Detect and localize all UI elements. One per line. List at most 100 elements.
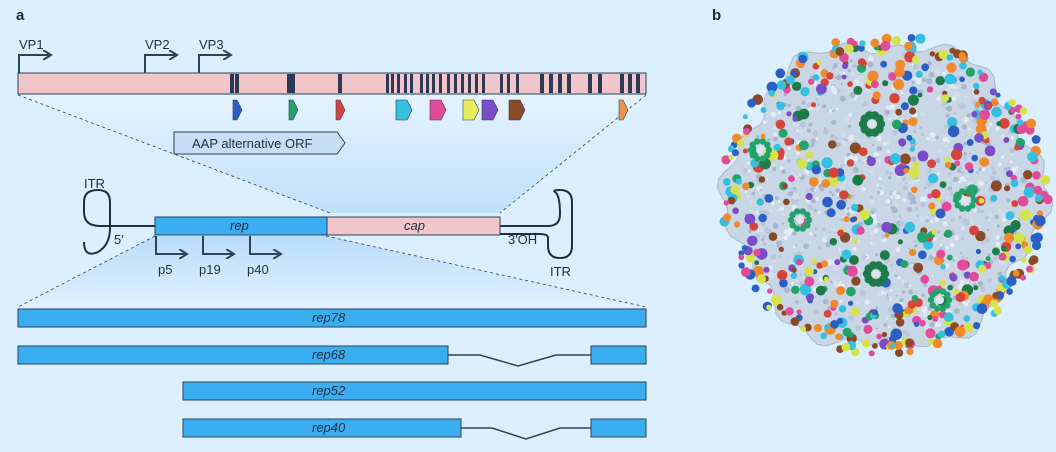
vp1-label: VP1 — [19, 37, 44, 52]
capsid-loop-residue — [984, 262, 992, 270]
aav-genome: rep cap ITR 5′ 3′OH ITR — [83, 176, 573, 279]
capsid-loop-residue — [908, 117, 918, 127]
capsid-loop-residue — [943, 312, 954, 323]
capsid-loop-residue — [908, 167, 920, 179]
pore-residue — [959, 188, 966, 195]
capsid-surface-speckle — [875, 327, 878, 330]
capsid-surface-speckle — [889, 289, 893, 292]
capsid-surface-speckle — [871, 241, 877, 247]
cap-bar-stripe — [230, 74, 234, 93]
capsid-surface-speckle — [928, 255, 934, 261]
cap-bar-stripe — [636, 74, 640, 93]
capsid-loop-residue — [846, 265, 858, 277]
capsid-surface-speckle — [942, 71, 947, 76]
capsid-surface-speckle — [903, 185, 908, 191]
capsid-loop-residue — [804, 266, 814, 276]
p40-label: p40 — [247, 262, 269, 277]
capsid-loop-residue — [921, 63, 930, 72]
capsid-surface-speckle — [799, 129, 804, 134]
capsid-surface-speckle — [987, 212, 993, 218]
capsid-loop-residue — [859, 209, 870, 221]
capsid-rim-residue — [872, 343, 878, 349]
capsid-rim-residue — [946, 54, 954, 61]
capsid-surface-speckle — [762, 241, 767, 246]
capsid-loop-residue — [830, 299, 839, 308]
capsid-surface-speckle — [835, 107, 839, 111]
capsid-surface-speckle — [984, 215, 990, 221]
cap-bar-stripe — [588, 74, 592, 93]
capsid-loop-residue — [888, 72, 897, 81]
capsid-loop-residue — [752, 265, 764, 278]
capsid-surface-speckle — [803, 174, 806, 177]
capsid-surface-speckle — [945, 87, 950, 92]
capsid-surface-speckle — [977, 180, 984, 187]
capsid-surface-speckle — [817, 67, 822, 72]
capsid-loop-residue — [928, 202, 936, 210]
capsid-rim-residue — [891, 36, 901, 45]
capsid-surface-speckle — [859, 290, 866, 297]
capsid-surface-speckle — [809, 143, 812, 146]
capsid-surface-speckle — [961, 218, 969, 225]
capsid-surface-speckle — [820, 187, 825, 192]
capsid-loop-residue — [959, 76, 965, 83]
aav-capsid-structure — [716, 33, 1054, 357]
capsid-loop-residue — [856, 226, 865, 235]
capsid-surface-speckle — [962, 156, 967, 160]
capsid-loop-residue — [941, 201, 952, 212]
capsid-surface-speckle — [847, 69, 851, 73]
capsid-rim-residue — [905, 338, 914, 348]
capsid-surface-speckle — [918, 311, 924, 317]
capsid-rim-residue — [959, 55, 967, 63]
capsid-surface-speckle — [884, 170, 890, 175]
capsid-loop-residue — [836, 199, 846, 210]
capsid-loop-residue — [898, 138, 907, 147]
vp1-promoter: VP1 — [18, 37, 50, 73]
capsid-loop-residue — [917, 150, 929, 162]
capsid-loop-residue — [963, 271, 972, 279]
cap-bar-stripe — [468, 74, 471, 93]
capsid-loop-residue — [763, 266, 770, 273]
capsid-surface-speckle — [978, 167, 982, 172]
capsid-rim-residue — [928, 339, 934, 345]
capsid-surface-speckle — [772, 223, 779, 229]
vp2-label: VP2 — [145, 37, 170, 52]
capsid-rim-residue — [1040, 175, 1051, 185]
capsid-rim-residue — [738, 250, 745, 257]
capsid-surface-speckle — [999, 235, 1006, 242]
capsid-surface-speckle — [958, 301, 963, 306]
capsid-surface-speckle — [925, 317, 929, 322]
capsid-rim-residue — [743, 127, 751, 135]
capsid-rim-residue — [767, 288, 773, 294]
capsid-surface-speckle — [873, 331, 876, 334]
capsid-rim-residue — [938, 330, 946, 338]
capsid-loop-residue — [969, 271, 979, 282]
pore-residue — [747, 146, 755, 154]
capsid-loop-residue — [867, 70, 879, 82]
capsid-rim-residue — [993, 306, 1002, 315]
capsid-loop-residue — [821, 260, 829, 268]
capsid-rim-residue — [907, 34, 916, 42]
capsid-loop-residue — [815, 285, 826, 296]
capsid-surface-speckle — [791, 185, 794, 188]
capsid-loop-residue — [849, 255, 859, 265]
capsid-surface-speckle — [914, 134, 917, 137]
capsid-surface-speckle — [867, 61, 874, 68]
capsid-surface-speckle — [794, 243, 798, 247]
capsid-surface-speckle — [758, 227, 763, 233]
capsid-surface-speckle — [890, 205, 896, 211]
capsid-loop-residue — [990, 194, 998, 202]
capsid-loop-residue — [900, 260, 909, 269]
capsid-loop-residue — [841, 249, 852, 260]
capsid-loop-residue — [966, 139, 974, 146]
capsid-surface-speckle — [1011, 167, 1017, 173]
capsid-surface-speckle — [785, 126, 788, 129]
capsid-rim-residue — [977, 69, 983, 76]
capsid-loop-residue — [828, 175, 839, 187]
capsid-surface-speckle — [875, 306, 879, 310]
insertion-marker — [481, 99, 499, 121]
capsid-surface-speckle — [849, 91, 856, 98]
pore-residue — [754, 155, 761, 162]
capsid-surface-speckle — [870, 225, 873, 228]
capsid-rim-residue — [737, 139, 745, 147]
three-prime-label: 3′OH — [508, 232, 537, 247]
